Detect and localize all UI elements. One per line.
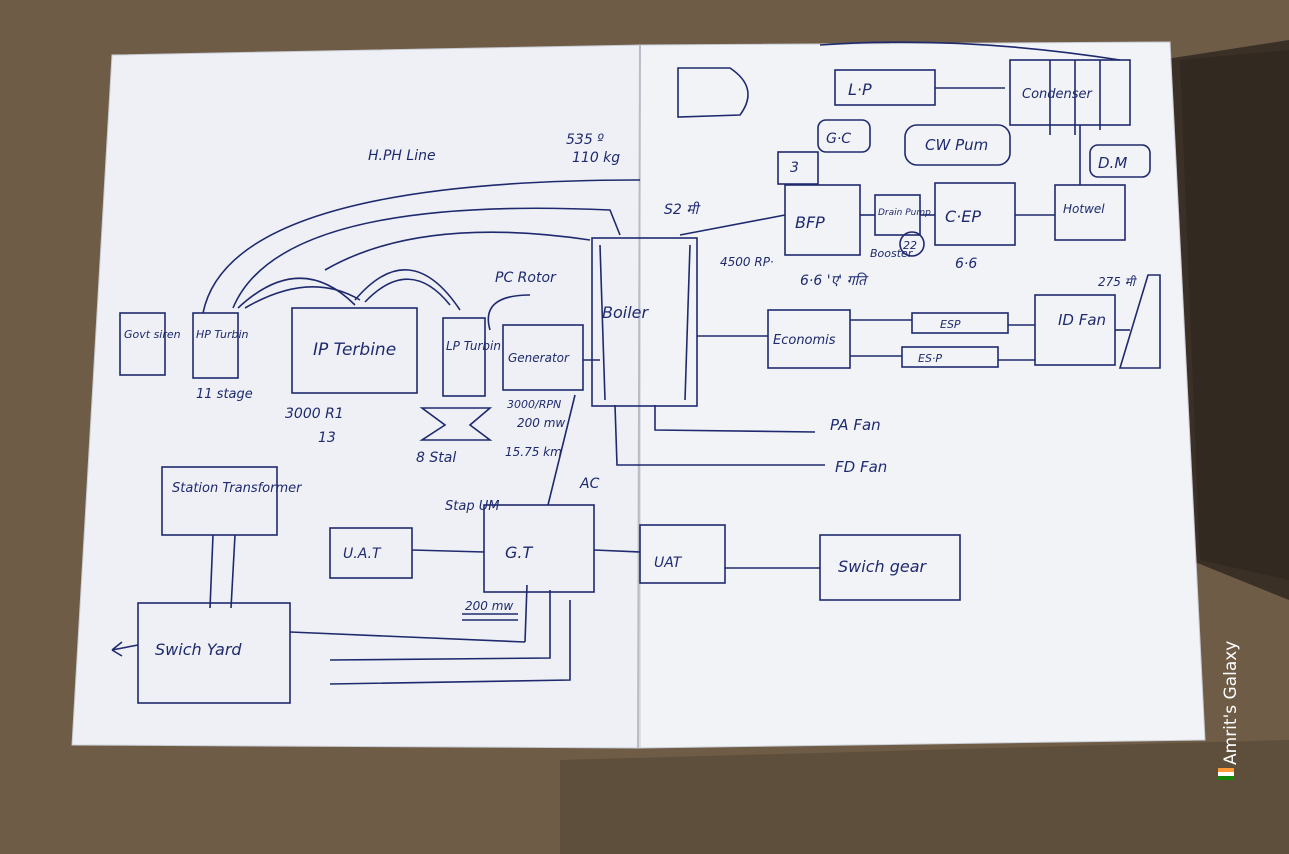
dm-label: D.M [1098,154,1127,172]
cep-66-label: 6·6 [955,256,977,272]
uat-left-label: U.A.T [343,546,382,562]
hph-line-label: H.PH Line [368,148,436,164]
hp-stage-label: 11 stage [196,387,253,402]
boiler-rpm-label: 4500 RP· [720,255,774,269]
ip-turbine-label: IP Terbine [313,340,396,360]
fd-fan-label: FD Fan [835,458,887,476]
id-fan-label: ID Fan [1058,311,1106,329]
pressure-label: 110 kg [572,150,620,166]
boiler-label: Boiler [602,303,650,322]
stap-up-label: Stap UM [445,499,499,514]
lp-label: L·P [848,80,872,99]
generator-label: Generator [508,351,570,365]
watermark: Amrit's Galaxy [1200,600,1260,790]
esp2-label: ES·P [918,352,942,365]
bfp-note-label: 6·6 'ए' गति [800,272,869,289]
drain-pump-label: Drain Pump [878,208,931,218]
chimney-label: 275 मी [1098,275,1138,289]
gt-label: G.T [505,543,533,562]
gen-rpm-label: 3000/RPN [507,398,561,411]
gen-mw-label: 200 mw [517,416,565,430]
cw-pump-label: CW Pum [925,136,988,154]
govt-siren-label: Govt siren [124,328,181,341]
ip-13-label: 13 [318,430,336,446]
hotwell-label: Hotwel [1063,202,1105,216]
s2-label: S2 मी [664,201,702,218]
cep-label: C·EP [945,207,981,226]
bfp-3-label: 3 [790,160,799,176]
uat-right-label: UAT [654,555,683,571]
box-bottom [560,740,1289,854]
temp-label: 535 º [566,132,604,148]
flag-white [1218,772,1234,776]
right-page [640,42,1205,748]
gen-kv-label: 15.75 km [505,445,562,459]
lp-turbine-label: LP Turbin [446,339,501,353]
condenser-label: Condenser [1022,87,1094,102]
booster-22-label: 22 [903,239,917,252]
switch-yard-label: Swich Yard [155,640,242,659]
flag-green [1218,776,1234,780]
pe-rotor-label: PC Rotor [495,270,557,286]
bfp-label: BFP [795,213,825,232]
station-transformer-label: Station Transformer [172,481,303,496]
esp1-label: ESP [940,318,961,331]
switch-gear-label: Swich gear [838,557,928,576]
watermark-text: Amrit's Galaxy [1221,641,1241,765]
gc-label: G·C [826,131,851,147]
hp-turbine-label: HP Turbin [196,328,249,341]
flag-saffron [1218,768,1234,772]
ip-rpm-label: 3000 R1 [285,406,344,422]
lp-stage-label: 8 Stal [416,450,456,466]
ac-label: AC [579,476,600,492]
gt-mw-label: 200 mw [465,599,513,613]
economiser-label: Economis [773,333,836,348]
pa-fan-label: PA Fan [830,416,881,434]
